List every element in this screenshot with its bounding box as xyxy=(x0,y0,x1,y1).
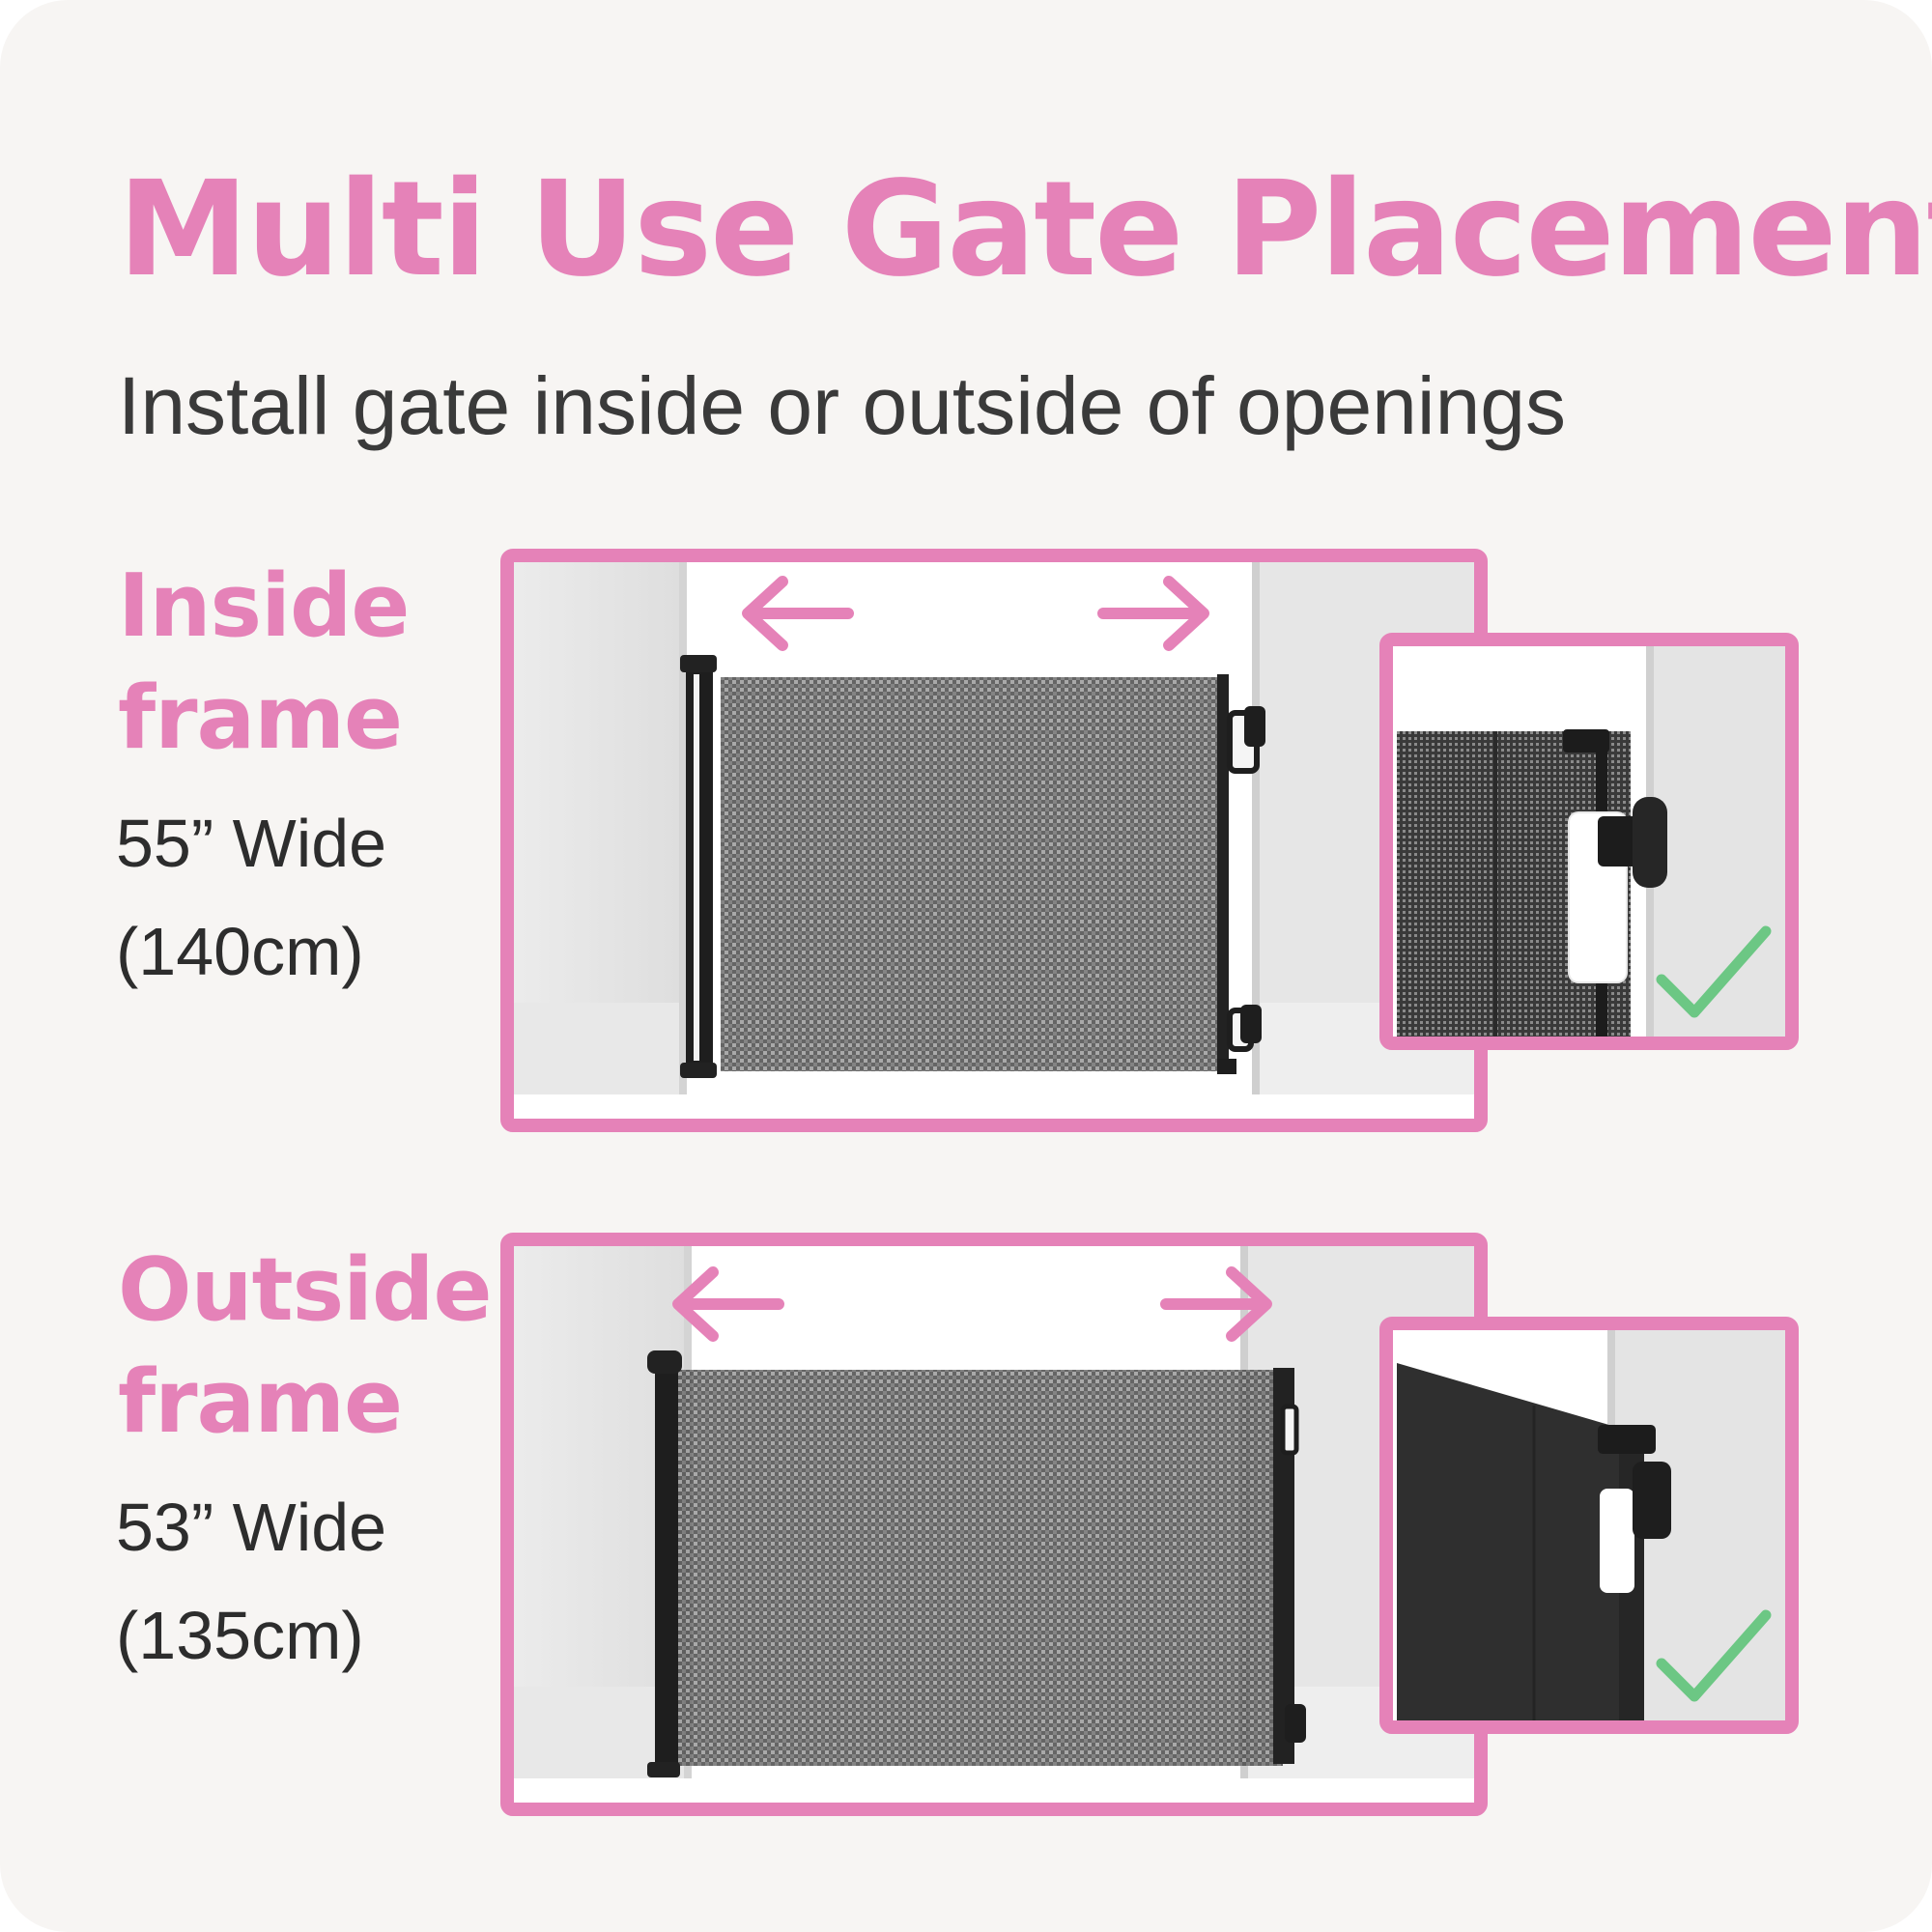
outside-frame-label: Outside frame xyxy=(118,1235,492,1459)
inside-width-inches: 55” Wide xyxy=(116,806,387,881)
arrow-left-icon xyxy=(665,1261,790,1348)
inside-frame-label: Inside frame xyxy=(118,551,410,775)
outside-label-line1: Outside xyxy=(118,1239,492,1341)
outside-width-cm: (135cm) xyxy=(116,1598,364,1673)
inside-label-line2: frame xyxy=(118,668,403,769)
inside-width-cm: (140cm) xyxy=(116,914,364,989)
check-icon xyxy=(1650,1604,1776,1710)
page-title: Multi Use Gate Placement xyxy=(118,154,1932,306)
outside-width-inches: 53” Wide xyxy=(116,1490,387,1565)
arrow-right-icon xyxy=(1092,570,1217,657)
check-icon xyxy=(1650,920,1776,1026)
inside-frame-illustration xyxy=(500,549,1488,1132)
page-subtitle: Install gate inside or outside of openin… xyxy=(118,360,1566,451)
outside-frame-illustration xyxy=(500,1233,1488,1816)
outside-label-line2: frame xyxy=(118,1351,403,1453)
arrow-right-icon xyxy=(1154,1261,1280,1348)
inside-label-line1: Inside xyxy=(118,555,410,657)
arrow-left-icon xyxy=(734,570,860,657)
